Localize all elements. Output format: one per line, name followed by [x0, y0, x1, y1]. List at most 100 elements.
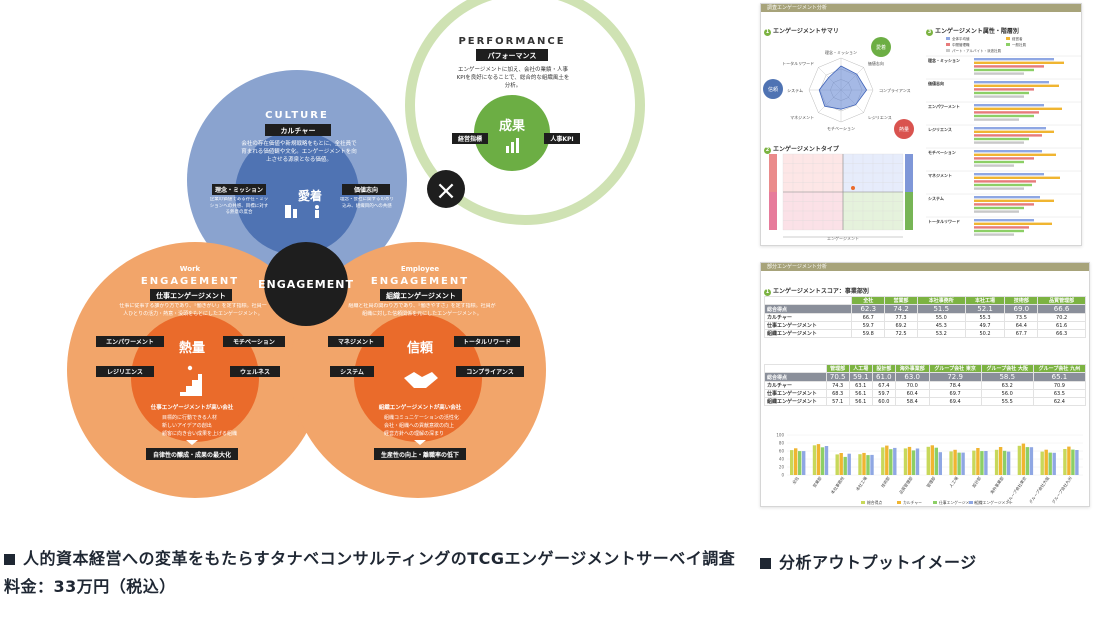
matrix-point	[851, 186, 855, 190]
culture-tag-mission	[212, 184, 266, 195]
card1-section-summary-title: エンゲージメントサマリ	[773, 28, 839, 35]
work-effect-2: 新しいアイデアの創出	[162, 422, 212, 429]
culture-tag-mission-desc-box: 企業の価値である存在・ミッションへの共感、目標に対する熱意の度合	[209, 197, 269, 215]
attr-bar	[974, 196, 1040, 199]
employee-description: 組織と社員の関わり方であり、「働きやすさ」を定す指標。社員が組織に対した信頼関係…	[348, 303, 496, 317]
table-cell: 72.9	[928, 372, 982, 382]
culture-inner-circle	[235, 131, 359, 255]
radar-axis-label: システム	[787, 87, 803, 93]
table-col-header: 本社事務所	[916, 296, 966, 305]
dept-bar	[1063, 449, 1067, 475]
attr-bar	[974, 164, 1014, 167]
work-desc-box: 仕事に従事する誰かり方であり、「働きがい」を定す指標。社員一人ひとりの活力・熱意…	[119, 303, 266, 317]
dept-bar	[961, 452, 965, 475]
attr-legend-swatch	[946, 43, 950, 46]
table-header-row: 全社営業部本社事務所本社工場技術部品質管理部	[763, 296, 1086, 305]
culture-tag-value	[342, 184, 390, 195]
badge-attachment	[871, 37, 891, 57]
table-col-header: 人工場	[848, 364, 873, 373]
performance-jp-label-bg	[476, 49, 548, 61]
dept-legend-label: 仕事エンゲージメント	[939, 500, 977, 505]
attr-bar	[974, 61, 1064, 64]
dept-bar	[1071, 449, 1075, 475]
table-cell: 61.0	[871, 372, 896, 382]
employee-jp-label-bg	[380, 289, 462, 301]
table-cell: 59.8	[851, 329, 886, 338]
attr-bar	[974, 91, 1029, 95]
table-cell: 67.4	[871, 381, 896, 390]
dept-bar	[798, 451, 802, 475]
radar-series	[818, 65, 868, 110]
score-table-2: 管理部人工場設計部海外事業部グループ会社 東京グループ会社 大阪グループ会社 九…	[764, 364, 1087, 406]
table-cell: 58.4	[894, 397, 930, 406]
employee-item-reward	[454, 336, 520, 347]
dept-y-tick: 40	[779, 457, 785, 462]
culture-tag-value-desc: 理念・会社に関するのめり込み、組織目的への共感	[340, 197, 394, 209]
work-title-small: Work	[180, 265, 201, 273]
radar-axis-label: 価値志向	[868, 60, 884, 66]
dept-bar	[839, 453, 843, 475]
table-cell: 63.5	[1032, 389, 1087, 398]
matrix-axis-x-label: エンゲージメント	[827, 235, 859, 241]
dept-legend-swatch	[897, 501, 901, 504]
table-cell: 55.3	[964, 313, 1006, 322]
culture-jp-label: カルチャー	[281, 127, 316, 135]
engagement-core-label: ENGAGEMENT	[258, 278, 354, 291]
culture-tag-mission-desc: 企業の価値である存在・ミッションへの共感、目標に対する熱意の度合	[209, 197, 269, 215]
square-bullet-icon	[4, 554, 15, 565]
dept-bar	[972, 450, 976, 475]
attr-bar	[974, 107, 1062, 110]
quad-label-bg-1	[769, 154, 777, 192]
work-item-wellness-label: ウェルネス	[240, 368, 270, 376]
dept-bar	[812, 445, 817, 475]
cross-badge	[427, 170, 465, 208]
employee-item-management	[328, 336, 384, 347]
table-cell: 57.1	[825, 397, 850, 406]
dept-bar	[907, 446, 912, 475]
dept-bar	[802, 451, 806, 475]
dept-bar	[984, 451, 988, 475]
badge-heat-label: 熱量	[899, 126, 909, 133]
table-cell: 55.0	[916, 313, 966, 322]
dept-y-tick: 60	[779, 449, 785, 454]
performance-jp-label: パフォーマンス	[488, 51, 537, 60]
employee-title-small: Employee	[401, 265, 440, 273]
employee-result-bg	[374, 448, 466, 460]
table-cell: 51.5	[916, 304, 966, 314]
dept-bar	[835, 454, 839, 475]
cross-icon: ×	[435, 176, 457, 206]
culture-jp-label-bg	[265, 124, 331, 136]
caption-output-image: 分析アウトプットイメージ	[760, 549, 977, 577]
attr-bar	[974, 130, 1054, 133]
work-item-empowerment-label: エンパワーメント	[106, 338, 154, 346]
dept-legend-label: 組織エンゲージメント	[975, 500, 1013, 505]
attr-bar	[974, 180, 1036, 183]
dept-bar	[1021, 443, 1026, 475]
table-col-header: 技術部	[1004, 296, 1039, 305]
engagement-type-matrix: エンゲージメント	[769, 153, 913, 241]
attr-legend-swatch	[946, 37, 950, 40]
work-item-resilience	[96, 366, 154, 377]
attr-bar	[974, 210, 1019, 213]
quad-label-bg-4	[905, 192, 913, 230]
dept-bar	[794, 448, 798, 475]
table-cell: 52.1	[964, 304, 1006, 314]
attr-bar	[974, 137, 1029, 141]
radar-labels: 理念・ミッション価値志向コンプライアンスレジリエンスモチベーションマネジメントシ…	[782, 49, 911, 131]
handshake-icon	[404, 372, 438, 388]
performance-core-circle	[474, 95, 550, 171]
table-col-header: 品質管理部	[1037, 296, 1086, 305]
dept-bar	[938, 452, 942, 475]
attr-bar	[974, 134, 1042, 137]
work-effect-1: 目標的に行動できる人材	[162, 414, 217, 421]
card1-section-type-title: エンゲージメントタイプ	[773, 146, 839, 153]
radar-axis-label: 理念・ミッション	[825, 49, 857, 55]
employee-arrow-icon	[414, 440, 426, 445]
table-cell: 45.3	[916, 321, 966, 330]
table-cell: 70.9	[1032, 381, 1087, 390]
table-cell: 70.2	[1037, 313, 1086, 322]
